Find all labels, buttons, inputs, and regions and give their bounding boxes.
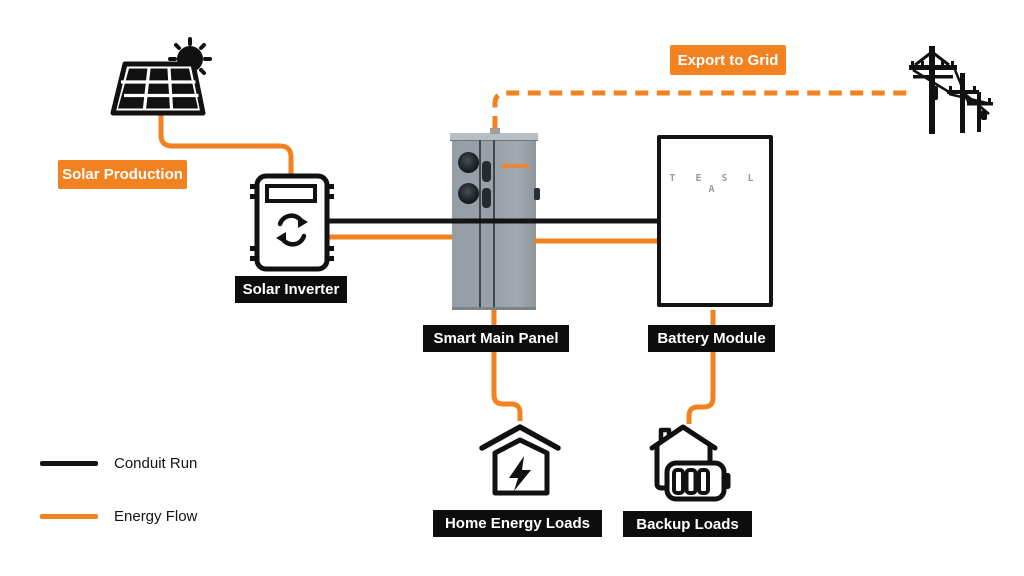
legend-row-conduit: Conduit Run xyxy=(40,455,197,472)
battery-module-device: T E S L A xyxy=(657,135,773,307)
home-lightning-icon xyxy=(479,424,561,496)
solar-production-label: Solar Production xyxy=(58,160,187,189)
house-battery-icon xyxy=(649,424,731,502)
panel-indicator-arrow-icon xyxy=(501,162,529,170)
export-to-grid-label: Export to Grid xyxy=(670,45,786,75)
utility-pole-icon xyxy=(909,46,993,134)
legend-label-energy: Energy Flow xyxy=(114,508,198,525)
energy-flow-swatch xyxy=(40,514,98,519)
breaker-icon xyxy=(482,161,491,182)
conduit-run-swatch xyxy=(40,461,98,466)
panel-latch-icon xyxy=(534,188,540,200)
meter-socket-icon xyxy=(458,183,479,204)
sync-arrows-icon xyxy=(276,213,308,247)
backup-loads-label: Backup Loads xyxy=(623,511,752,537)
panel-conduit-fitting xyxy=(490,128,500,134)
energy-flow-export-dashed xyxy=(492,90,907,129)
energy-flow-solar-to-inverter xyxy=(158,110,294,178)
breaker-icon xyxy=(482,188,491,208)
mounting-tabs xyxy=(250,184,334,261)
panel-body xyxy=(110,61,206,116)
battery-icon xyxy=(664,460,731,502)
meter-socket-icon xyxy=(458,152,479,173)
chimney xyxy=(658,427,672,440)
legend-row-energy: Energy Flow xyxy=(40,508,197,525)
solar-inverter-label: Solar Inverter xyxy=(235,276,347,303)
solar-panel-icon xyxy=(110,37,212,116)
smart-main-panel-label: Smart Main Panel xyxy=(423,325,569,352)
tesla-logo: T E S L A xyxy=(669,173,761,195)
legend-label-conduit: Conduit Run xyxy=(114,455,198,472)
lightning-bolt-icon xyxy=(509,456,531,491)
energy-flow-battery-to-backup xyxy=(686,310,716,424)
energy-flow-panel-to-home xyxy=(491,310,523,421)
inverter-display xyxy=(265,184,317,203)
home-energy-loads-label: Home Energy Loads xyxy=(433,510,602,537)
legend: Conduit Run Energy Flow xyxy=(40,455,197,525)
solar-inverter-icon xyxy=(250,173,334,272)
battery-module-label: Battery Module xyxy=(648,325,775,352)
